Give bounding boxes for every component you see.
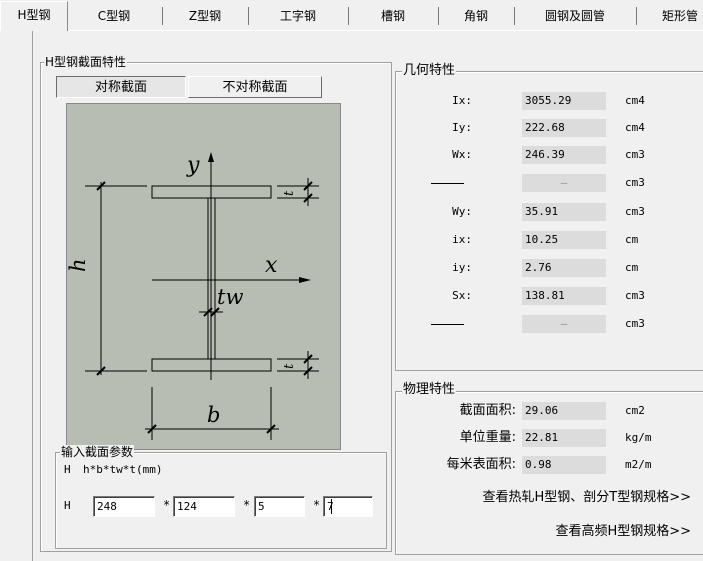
tab-angle[interactable]: 角钢 — [438, 4, 515, 28]
b-dim-tick-right — [266, 424, 276, 434]
t-input[interactable]: 7 — [323, 496, 373, 517]
surface-label: 每米表面积: — [446, 457, 516, 472]
geometry-label: Ix: — [452, 94, 472, 107]
geometry-unit: cm3 — [625, 205, 645, 218]
geometry-value: 138.81 — [522, 287, 606, 305]
geometry-group — [395, 71, 703, 371]
input-group-title: 输入截面参数 — [60, 445, 135, 459]
geometry-unit: cm3 — [625, 148, 645, 161]
b-input[interactable]: 124 — [173, 496, 235, 517]
geometry-blank-label-dash — [431, 324, 464, 325]
tab-i-beam[interactable]: 工字钢 — [248, 4, 349, 28]
input-row-prefix: H — [64, 499, 71, 512]
t-top-label: t — [282, 190, 297, 196]
area-value: 29.06 — [522, 402, 606, 420]
h-beam-drawing: y x tw b h t t — [66, 152, 319, 440]
area-unit: cm2 — [625, 404, 645, 417]
weight-label: 单位重量: — [459, 430, 516, 445]
geometry-label: Wx: — [452, 148, 472, 161]
geometry-label: ix: — [452, 233, 472, 246]
input-format: h*b*tw*t(mm) — [83, 463, 163, 476]
geometry-group-title: 几何特性 — [402, 63, 457, 78]
tab-round-tube[interactable]: 圆钢及圆管 — [514, 4, 637, 28]
surface-unit: m2/m — [625, 458, 652, 471]
geometry-unit: cm4 — [625, 121, 645, 134]
tw-input[interactable]: 5 — [254, 496, 305, 517]
geometry-value: 2.76 — [522, 259, 606, 277]
geometry-label: iy: — [452, 261, 472, 274]
geometry-value: 35.91 — [522, 203, 606, 221]
page-frame-left — [32, 30, 33, 561]
separator-2: * — [243, 498, 251, 512]
tw-tick-left — [203, 307, 213, 317]
tab-strip: H型钢 C型钢 Z型钢 工字钢 槽钢 角钢 圆钢及圆管 矩形管 — [0, 0, 703, 32]
geometry-unit: cm3 — [625, 317, 645, 330]
y-axis-label: y — [186, 153, 200, 178]
tw-label: tw — [217, 285, 243, 309]
geometry-unit: cm — [625, 233, 639, 246]
hot-rolled-spec-link[interactable]: 查看热轧H型钢、剖分T型钢规格>> — [482, 490, 691, 505]
h-dim-tick-bottom — [96, 366, 106, 376]
text-caret — [331, 499, 332, 514]
geometry-value: 3055.29 — [522, 92, 606, 110]
geometry-label: Iy: — [452, 121, 472, 134]
h-dim-tick-top — [96, 181, 106, 191]
separator-3: * — [313, 498, 321, 512]
separator-1: * — [163, 498, 171, 512]
section-group — [40, 62, 392, 552]
h-label: h — [67, 258, 90, 272]
b-label: b — [207, 403, 220, 427]
high-frequency-spec-link[interactable]: 查看高频H型钢规格>> — [555, 524, 691, 539]
geometry-value: 10.25 — [522, 231, 606, 249]
t-bot-tick1 — [303, 354, 313, 364]
geometry-value: 222.68 — [522, 119, 606, 137]
t-bot-tick2 — [303, 366, 313, 376]
t-top-tick1 — [303, 181, 313, 191]
input-group — [55, 452, 387, 549]
tab-channel[interactable]: 槽钢 — [348, 4, 439, 28]
tab-z-beam[interactable]: Z型钢 — [162, 4, 249, 28]
x-axis-arrow — [299, 277, 311, 283]
tab-rect-tube[interactable]: 矩形管 — [662, 9, 699, 23]
b-dim-tick-left — [147, 424, 157, 434]
tab-baseline — [0, 30, 703, 31]
x-axis-label: x — [265, 253, 278, 278]
geometry-value: 246.39 — [522, 146, 606, 164]
geometry-unit: cm — [625, 261, 639, 274]
t-bottom-label: t — [282, 363, 297, 369]
h-beam-diagram: y x tw b h t t — [66, 103, 341, 450]
geometry-value: — — [522, 315, 606, 333]
section-group-title: H型钢截面特性 — [44, 55, 128, 69]
weight-unit: kg/m — [625, 431, 652, 444]
geometry-unit: cm4 — [625, 94, 645, 107]
geometry-blank-label-dash — [431, 183, 464, 184]
tab-c-beam[interactable]: C型钢 — [66, 4, 163, 28]
tw-tick-right — [210, 307, 220, 317]
surface-value: 0.98 — [522, 456, 606, 474]
geometry-value: — — [522, 174, 606, 192]
input-prefix: H — [64, 463, 71, 476]
geometry-label: Wy: — [452, 205, 472, 218]
weight-value: 22.81 — [522, 429, 606, 447]
geometry-unit: cm3 — [625, 176, 645, 189]
y-axis-arrow — [208, 152, 214, 162]
physical-group-title: 物理特性 — [402, 382, 457, 397]
physical-group — [395, 391, 703, 555]
geometry-label: Sx: — [452, 289, 472, 302]
symmetric-section-button[interactable]: 对称截面 — [56, 76, 186, 98]
asymmetric-section-button[interactable]: 不对称截面 — [188, 76, 322, 98]
h-input[interactable]: 248 — [93, 496, 155, 517]
t-top-tick2 — [303, 193, 313, 203]
geometry-unit: cm3 — [625, 289, 645, 302]
tab-h-beam[interactable]: H型钢 — [0, 1, 68, 31]
area-label: 截面面积: — [459, 403, 516, 418]
